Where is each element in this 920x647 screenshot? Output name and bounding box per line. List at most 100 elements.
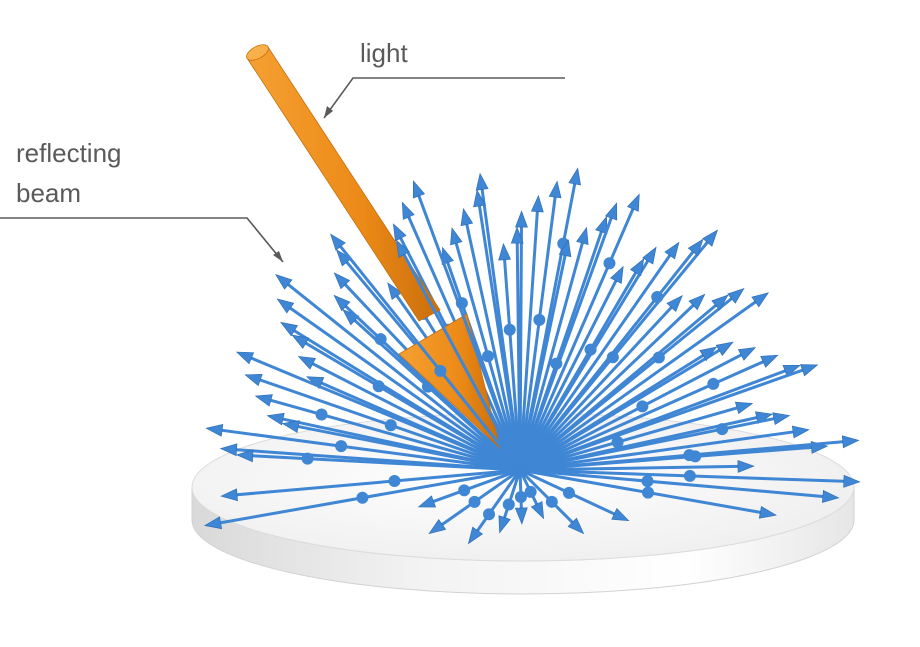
ray-shaft: [518, 353, 743, 472]
reflected-ray: [518, 241, 680, 472]
reflected-ray: [244, 374, 522, 472]
ray-arrowhead: [688, 293, 706, 311]
reflected-ray: [417, 468, 522, 508]
reflected-ray: [518, 180, 562, 472]
ray-arrowhead: [595, 215, 608, 235]
ray-midpoint-dot: [524, 485, 537, 498]
ray-shaft: [518, 417, 776, 472]
ray-arrowhead: [548, 180, 562, 199]
ray-midpoint-dot: [502, 498, 515, 511]
ray-arrowhead: [417, 495, 437, 508]
reflected-ray: [518, 468, 630, 522]
ray-midpoint-dot: [503, 323, 516, 336]
ray-midpoint-dot: [562, 486, 575, 499]
ray-shaft: [249, 356, 522, 472]
ray-midpoint-dot: [458, 484, 471, 497]
ray-arrowhead: [576, 226, 589, 246]
reflected-ray: [518, 202, 618, 472]
ray-arrowhead: [291, 334, 310, 349]
ray-arrowhead: [737, 459, 755, 473]
ray-shaft: [518, 468, 762, 514]
reflected-ray: [518, 468, 840, 503]
ray-shaft: [440, 468, 522, 526]
reflected-ray: [498, 468, 522, 534]
ray-arrowhead: [387, 282, 403, 300]
ray-arrowhead: [254, 394, 273, 407]
ray-midpoint-dot: [716, 423, 729, 436]
ray-arrowhead: [711, 294, 729, 311]
ray-arrowhead: [727, 287, 745, 304]
ray-arrowhead: [204, 516, 223, 530]
ray-shaft: [515, 241, 522, 472]
reflected-ray: [518, 468, 585, 535]
ray-shaft: [304, 341, 522, 472]
ray-midpoint-dot: [301, 452, 314, 465]
ray-shaft: [518, 195, 557, 472]
ray-midpoint-dot: [651, 290, 664, 303]
ray-shaft: [235, 468, 522, 497]
ray-midpoint-dot: [642, 486, 655, 499]
ray-shaft: [518, 305, 673, 472]
ray-shaft: [288, 306, 522, 472]
ray-shaft: [518, 254, 567, 472]
ray-midpoint-dot: [606, 351, 619, 364]
ray-shaft: [518, 464, 740, 472]
reflected-ray: [467, 468, 522, 545]
ray-arrowhead: [205, 423, 224, 437]
ray-shaft: [518, 303, 718, 472]
ray-arrowhead: [281, 420, 300, 433]
reflected-ray: [330, 233, 522, 472]
ray-arrowhead: [843, 474, 861, 488]
reflected-ray: [396, 239, 522, 472]
ray-shaft: [402, 253, 522, 472]
ray-shaft: [220, 428, 522, 472]
ray-arrowhead: [687, 238, 704, 257]
ray-midpoint-dot: [384, 419, 397, 432]
reflected-ray: [518, 292, 770, 472]
ray-arrowhead: [235, 351, 255, 365]
reflected-ray: [518, 294, 729, 472]
ray-shaft: [518, 468, 825, 498]
reflected-ray: [518, 293, 706, 472]
ray-arrowhead: [558, 239, 572, 258]
ray-midpoint-dot: [603, 257, 616, 270]
reflected-ray: [235, 351, 522, 472]
ray-shaft: [344, 304, 522, 472]
ray-shaft: [518, 368, 804, 472]
reflecting-beam-label-group: reflecting beam: [0, 138, 284, 263]
reflecting-label-line1: reflecting: [16, 138, 122, 168]
ray-arrowhead: [800, 364, 819, 377]
reflected-ray: [518, 468, 545, 520]
reflected-ray: [205, 423, 522, 472]
reflected-ray: [276, 298, 522, 472]
ray-arrowhead: [219, 443, 238, 457]
reflected-ray: [297, 356, 522, 472]
ray-arrowhead: [401, 201, 415, 220]
ray-shaft: [518, 216, 613, 472]
ray-shaft: [251, 454, 522, 472]
ray-midpoint-dot: [636, 400, 649, 413]
reflected-ray: [281, 420, 522, 472]
ray-arrowhead: [568, 167, 581, 186]
incident-beam-cap: [246, 44, 269, 61]
ray-arrowhead: [280, 321, 298, 337]
ray-shaft: [296, 425, 522, 472]
ray-shaft: [518, 430, 795, 472]
reflected-ray: [518, 194, 544, 472]
ray-arrowhead: [530, 194, 544, 213]
reflected-ray: [518, 238, 704, 472]
ray-arrowhead: [392, 223, 407, 242]
reflected-ray: [460, 207, 522, 472]
ray-shaft: [417, 194, 522, 472]
ray-shaft: [219, 468, 522, 525]
ray-arrowhead: [734, 401, 754, 415]
reflected-ray: [518, 239, 572, 472]
ray-arrowhead: [396, 239, 410, 258]
reflected-ray: [254, 394, 522, 472]
ray-arrowhead: [297, 356, 316, 370]
ray-shaft: [476, 468, 522, 533]
ray-arrowhead: [333, 294, 351, 312]
ray-shaft: [477, 204, 522, 472]
reflected-ray: [220, 468, 522, 502]
